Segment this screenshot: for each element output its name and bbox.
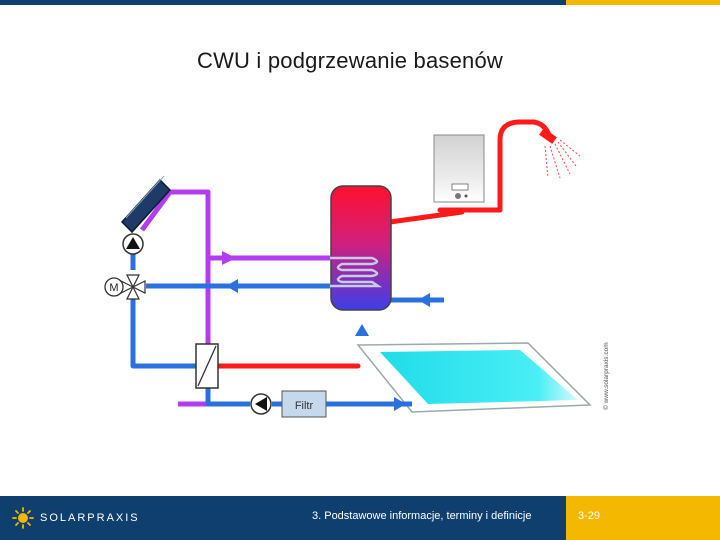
pool-filter: Filtr [281,390,327,418]
solar-flow-pipe [139,189,330,407]
solarpraxis-logo: SOLARPRAXIS [12,506,140,530]
footer-bar [0,496,566,540]
flow-arrow-pool-return [394,397,406,411]
boiler-display [451,183,469,191]
footer-accent [566,496,720,540]
flow-arrow-cold [226,279,238,293]
svg-text:M: M [109,282,118,294]
boiler-knob-icon [455,193,461,199]
motor-icon: M [104,277,124,297]
section-title: 3. Podstawowe informacje, terminy i defi… [312,510,532,522]
slide-title: CWU i podgrzewanie basenów [196,48,503,73]
three-way-valve-icon [120,274,146,300]
heat-exchanger [195,343,219,389]
storage-tank [330,185,392,311]
top-bar-accent [566,0,720,5]
tank-coil [330,256,383,288]
copyright-note: © www.solarpraxis.com [603,342,610,410]
pool-water [380,350,578,404]
shower-head-icon [539,128,557,144]
page-number: 3-29 [578,510,601,522]
top-bar [0,0,566,5]
hot-water-pipe [215,119,553,369]
sun-icon [12,507,34,529]
solar-pool-heating-diagram: M Filtr [104,119,592,418]
pool [356,342,592,413]
footer: SOLARPRAXIS 3. Podstawowe informacje, te… [0,496,720,540]
flow-arrow-cold-inlet [355,324,369,336]
gas-boiler [433,134,485,203]
solar-pump-icon [122,233,144,255]
svg-text:Filtr: Filtr [295,400,314,412]
logo-text: SOLARPRAXIS [40,512,140,524]
flow-arrow-tank-return [418,293,430,307]
solar-collector [120,175,172,234]
shower-spray [544,139,581,179]
flow-arrow-warm [222,251,236,265]
pool-pump-icon [250,393,272,415]
